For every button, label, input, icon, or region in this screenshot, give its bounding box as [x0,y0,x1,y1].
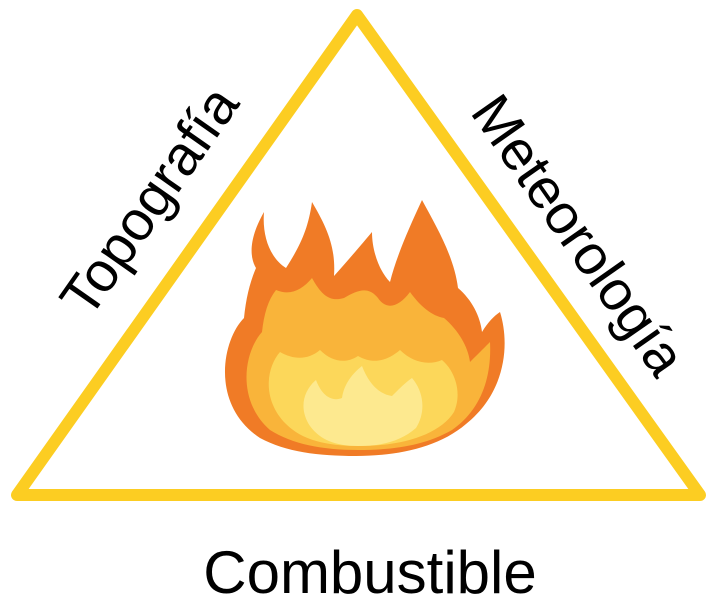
fire-icon [225,200,505,456]
label-combustible: Combustible [203,539,537,603]
